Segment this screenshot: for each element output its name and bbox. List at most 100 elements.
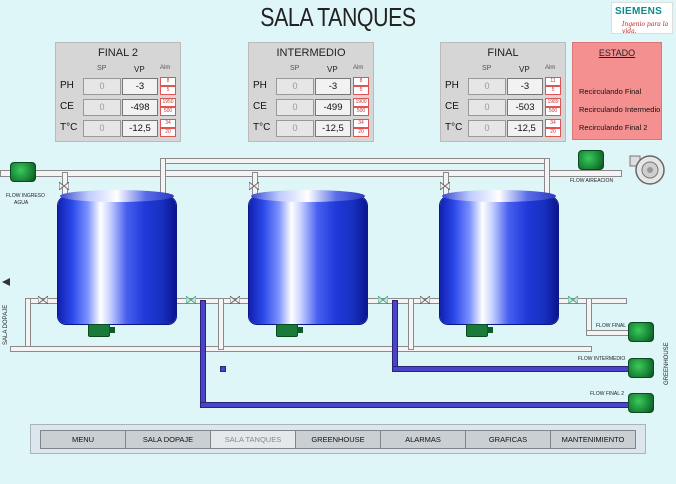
nav-button-graficas[interactable]: GRAFICAS — [465, 430, 551, 449]
blue-pipe — [392, 366, 634, 372]
outlet-pipe — [25, 298, 31, 352]
sp-field[interactable]: 0 — [83, 78, 121, 95]
side-label-greenhouse: GREENHOUSE — [664, 342, 670, 385]
tank-intermedio[interactable] — [249, 190, 367, 324]
estado-title: ESTADO — [598, 48, 636, 58]
alarm-low[interactable]: 5 — [353, 86, 369, 95]
vp-value: -498 — [122, 99, 158, 116]
alarm-low[interactable]: 5 — [160, 86, 176, 95]
sp-field[interactable]: 0 — [83, 99, 121, 116]
sp-field[interactable]: 0 — [276, 120, 314, 137]
panel-title: FINAL 2 — [98, 47, 138, 59]
alarm-low[interactable]: 20 — [353, 128, 369, 137]
alarm-low[interactable]: 500 — [545, 107, 561, 116]
flow-label: FLOW FINAL 2 — [590, 391, 624, 397]
agitator-motor-icon[interactable] — [276, 324, 303, 337]
vp-value: -12,5 — [122, 120, 158, 137]
sp-field[interactable]: 0 — [468, 120, 506, 137]
alarm-high[interactable]: 1900 — [353, 98, 369, 107]
alarm-high[interactable]: 8 — [353, 77, 369, 86]
vp-value: -12,5 — [507, 120, 543, 137]
alarm-low[interactable]: 500 — [160, 107, 176, 116]
valve-icon[interactable] — [420, 296, 430, 304]
valve-icon[interactable] — [378, 296, 388, 304]
row-ce: CE 0 -503 1989 500 — [441, 98, 565, 116]
sp-header: SP — [97, 65, 107, 72]
panel-intermedio: INTERMEDIO SP VP Alm PH 0 -3 8 5 CE 0 -4… — [248, 42, 374, 142]
sp-field[interactable]: 0 — [276, 99, 314, 116]
agitator-motor-icon[interactable] — [88, 324, 115, 337]
vp-value: -3 — [507, 78, 543, 95]
row-temp: T°C 0 -12,5 34 20 — [441, 119, 565, 137]
nav-button-sala-dopaje[interactable]: SALA DOPAJE — [125, 430, 211, 449]
sp-field[interactable]: 0 — [468, 99, 506, 116]
row-label: T°C — [60, 122, 78, 133]
flow-meter-icon[interactable] — [10, 162, 36, 182]
row-label: PH — [445, 80, 459, 91]
row-temp: T°C 0 -12,5 34 20 — [56, 119, 180, 137]
alarm-high[interactable]: 11 — [545, 77, 561, 86]
alarm-high[interactable]: 34 — [353, 119, 369, 128]
alarm-low[interactable]: 5 — [545, 86, 561, 95]
vp-header: VP — [134, 65, 145, 74]
alm-header: Alm — [545, 65, 556, 71]
estado-item: Recirculando Final 2 — [579, 123, 648, 132]
flow-meter-icon[interactable] — [628, 393, 654, 413]
valve-icon[interactable] — [440, 182, 450, 190]
vp-value: -3 — [122, 78, 158, 95]
row-label: T°C — [253, 122, 271, 133]
estado-item: Recirculando Intermedio — [579, 105, 661, 114]
blue-pipe — [200, 300, 206, 407]
valve-icon[interactable] — [38, 296, 48, 304]
page-title: SALA TANQUES — [260, 2, 416, 32]
blue-pipe — [200, 402, 634, 408]
nav-button-alarmas[interactable]: ALARMAS — [380, 430, 466, 449]
row-ph: PH 0 -3 11 5 — [441, 77, 565, 95]
alarm-high[interactable]: 1989 — [545, 98, 561, 107]
flow-meter-icon[interactable] — [578, 150, 604, 170]
valve-icon[interactable] — [249, 182, 259, 190]
row-ph: PH 0 -3 8 5 — [56, 77, 180, 95]
side-label-sala-dopaje: SALA DOPAJE — [3, 304, 9, 345]
alm-header: Alm — [160, 65, 171, 71]
alarm-low[interactable]: 20 — [545, 128, 561, 137]
valve-icon[interactable] — [230, 296, 240, 304]
valve-icon[interactable] — [59, 182, 69, 190]
siemens-logo: SIEMENS Ingenio para la vida. — [611, 2, 673, 35]
upper-pipe — [160, 158, 547, 164]
alarm-low[interactable]: 500 — [353, 107, 369, 116]
nav-button-greenhouse[interactable]: GREENHOUSE — [295, 430, 381, 449]
tank-final[interactable] — [440, 190, 558, 324]
sp-field[interactable]: 0 — [276, 78, 314, 95]
tank-final-2[interactable] — [58, 190, 176, 324]
alarm-high[interactable]: 8 — [160, 77, 176, 86]
panel-final-2: FINAL 2 SP VP Alm PH 0 -3 8 5 CE 0 -498 … — [55, 42, 181, 142]
blower-icon[interactable] — [628, 150, 666, 188]
flow-label: FLOW AIREACION — [570, 178, 614, 184]
row-label: PH — [253, 80, 267, 91]
logo-brand: SIEMENS — [615, 6, 663, 17]
sp-header: SP — [482, 65, 492, 72]
alarm-high[interactable]: 1950 — [160, 98, 176, 107]
nav-button-mantenimiento[interactable]: MANTENIMIENTO — [550, 430, 636, 449]
nav-button-sala-tanques[interactable]: SALA TANQUES — [210, 430, 296, 449]
alarm-high[interactable]: 34 — [545, 119, 561, 128]
vp-value: -12,5 — [315, 120, 351, 137]
alarm-high[interactable]: 34 — [160, 119, 176, 128]
valve-icon[interactable] — [186, 296, 196, 304]
nav-button-menu[interactable]: MENU — [40, 430, 126, 449]
agitator-motor-icon[interactable] — [466, 324, 493, 337]
estado-panel: ESTADO Recirculando Final Recirculando I… — [572, 42, 662, 140]
flow-meter-icon[interactable] — [628, 322, 654, 342]
alarm-low[interactable]: 20 — [160, 128, 176, 137]
flow-label: FLOW FINAL — [596, 323, 627, 329]
sp-field[interactable]: 0 — [83, 120, 121, 137]
row-ce: CE 0 -499 1900 500 — [249, 98, 373, 116]
valve-icon[interactable] — [568, 296, 578, 304]
panel-title: INTERMEDIO — [276, 47, 346, 59]
flow-meter-icon[interactable] — [628, 358, 654, 378]
row-temp: T°C 0 -12,5 34 20 — [249, 119, 373, 137]
estado-item: Recirculando Final — [579, 87, 642, 96]
vp-header: VP — [519, 65, 530, 74]
sp-field[interactable]: 0 — [468, 78, 506, 95]
